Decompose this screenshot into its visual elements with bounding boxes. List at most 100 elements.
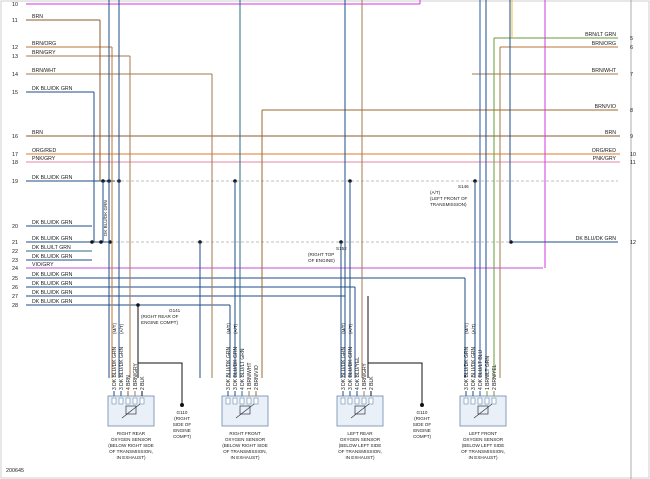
- left-row-number: 24: [12, 266, 18, 272]
- left-row-label: DK BLU/DK GRN: [32, 175, 73, 181]
- splice-label: (LEFT FRONT OF: [430, 196, 468, 201]
- pin-socket: [340, 397, 346, 405]
- left-row-label: PNK/GRY: [32, 156, 56, 162]
- pin-socket: [225, 397, 231, 405]
- sensor-caption-line: OXYGEN SENSOR: [111, 437, 152, 442]
- sensor-caption-line: OXYGEN SENSOR: [340, 437, 381, 442]
- right-row-number: 12: [630, 240, 636, 246]
- left-row-number: 16: [12, 134, 18, 140]
- left-row-number: 27: [12, 294, 18, 300]
- sensor-caption-line: RIGHT FRONT: [229, 431, 260, 436]
- left-row-label: VIO/GRY: [32, 262, 54, 268]
- left-row-number: 23: [12, 258, 18, 264]
- diagram-id: 200645: [6, 468, 24, 474]
- ground-label: (RIGHT: [174, 416, 190, 421]
- ground-label: SIDE OF: [413, 422, 432, 427]
- right-row-number: 11: [630, 160, 636, 166]
- pin-label: 2 BLK: [369, 376, 375, 390]
- pin-socket: [477, 397, 483, 405]
- pin-socket: [463, 397, 469, 405]
- sensor-caption-line: IN EXHAUST): [116, 455, 146, 460]
- splice-dot: [99, 240, 103, 244]
- splice-label: (A/T): [430, 190, 441, 195]
- right-row-number: 8: [630, 108, 633, 114]
- splice-buses: [26, 179, 618, 244]
- pin-socket: [368, 397, 374, 405]
- pin-socket: [470, 397, 476, 405]
- left-row-label: BRN: [32, 130, 43, 136]
- pin-label: 3 DK BLU/DK GRN: [348, 347, 354, 390]
- left-row-label: BRN/ORG: [32, 41, 56, 47]
- pin-socket: [354, 397, 360, 405]
- left-row-label: ORG/RED: [32, 148, 56, 154]
- left-row-number: 18: [12, 160, 18, 166]
- ground-dot: [420, 403, 424, 407]
- pin-socket: [347, 397, 353, 405]
- pin-label: 2 BRN/VIO: [254, 365, 260, 390]
- sensor-caption-line: (BELOW LEFT SIDE: [462, 443, 505, 448]
- ground-label: SIDE OF: [173, 422, 192, 427]
- right-row-label: BRN/ORG: [592, 41, 616, 47]
- sensor-element: [239, 405, 251, 415]
- right-row-label: PNK/GRY: [593, 156, 617, 162]
- pin-socket: [491, 397, 497, 405]
- pin-tag: (A/T): [119, 323, 124, 334]
- right-row-number: 6: [630, 45, 633, 51]
- pin-socket: [246, 397, 252, 405]
- splice-label: ENGINE COMPT): [141, 320, 178, 325]
- left-row-label: BRN/WHT: [32, 68, 57, 74]
- right-row-label: ORG/RED: [592, 148, 616, 154]
- sensor-right-front: (M/T)3 DK BLU/DK GRN(A/T)3 DK BLU/DK GRN…: [221, 323, 269, 460]
- pin-label: 4 DK BLU/YEL: [355, 357, 361, 390]
- left-row-label: DK BLU/DK GRN: [32, 281, 73, 287]
- pin-socket: [361, 397, 367, 405]
- splice-label: OF ENGINE): [308, 258, 335, 263]
- left-row-number: 12: [12, 45, 18, 51]
- left-row-number: 10: [12, 2, 18, 8]
- splice-label: S152: [336, 246, 347, 251]
- pin-label: 3 DK BLU/DK GRN: [233, 347, 239, 390]
- left-row-label: DK BLU/DK GRN: [32, 220, 73, 226]
- left-row-label: DK BLU/DK GRN: [32, 254, 73, 260]
- left-row-number: 14: [12, 72, 18, 78]
- left-row-number: 20: [12, 224, 18, 230]
- sensor-caption-line: LEFT REAR: [347, 431, 373, 436]
- pin-label: 1 BRN/LT GRN: [485, 356, 491, 390]
- sensor-right-rear: (M/T)3 DK BLU/DK GRN(A/T)3 DK BLU/DK GRN…: [107, 323, 155, 460]
- vertical-wire-label: DK BLU/DK GRN: [103, 200, 108, 236]
- pin-socket: [139, 397, 145, 405]
- right-row-number: 7: [630, 72, 633, 78]
- sensor-caption-line: (BELOW LEFT SIDE: [339, 443, 382, 448]
- left-row-number: 17: [12, 152, 18, 158]
- pin-label: 3 DK BLU/DK GRN: [226, 347, 232, 390]
- left-row-number: 15: [12, 90, 18, 96]
- right-row-label: DK BLU/DK GRN: [576, 236, 617, 242]
- oxygen-sensors: (M/T) 3 DK BLU/DK GRN (A/T) 3 DK BLU/DK GRN…: [107, 323, 507, 460]
- pin-tag: (M/T): [341, 323, 346, 334]
- splice-label: G141: [169, 308, 181, 313]
- pin-label: 3 DK BLU/DK GRN: [471, 347, 477, 390]
- sensor-caption-line: IN EXHAUST): [468, 455, 498, 460]
- pin-label: 1 BRN/GRY: [362, 362, 368, 390]
- ground-g141-dot: [136, 303, 140, 307]
- left-row-label: BRN/GRY: [32, 50, 56, 56]
- left-row-number: 11: [12, 18, 18, 24]
- left-row-label: DK BLU/DK GRN: [32, 299, 73, 305]
- left-row-number: 28: [12, 303, 18, 309]
- pin-label: 3 DK BLU/DK GRN: [119, 347, 125, 390]
- pin-tag: (M/T): [112, 323, 117, 334]
- pin-socket: [239, 397, 245, 405]
- left-row-number: 22: [12, 249, 18, 255]
- sensor-caption-line: IN EXHAUST): [230, 455, 260, 460]
- sensor-caption-line: OXYGEN SENSOR: [225, 437, 266, 442]
- pin-socket: [132, 397, 138, 405]
- ground-label: ENGINE: [413, 428, 431, 433]
- left-row-label: DK BLU/DK GRN: [32, 236, 73, 242]
- sensor-left-front: (M/T)3 DK BLU/DK GRN(A/T)3 DK BLU/DK GRN…: [459, 323, 507, 460]
- pin-label: 4 BRN: [126, 375, 132, 390]
- pin-label: 2 BRN/YEL: [492, 364, 498, 390]
- right-row-label: BRN/VIO: [595, 104, 616, 110]
- sensor-caption-line: OF TRANSMISSION,: [338, 449, 382, 454]
